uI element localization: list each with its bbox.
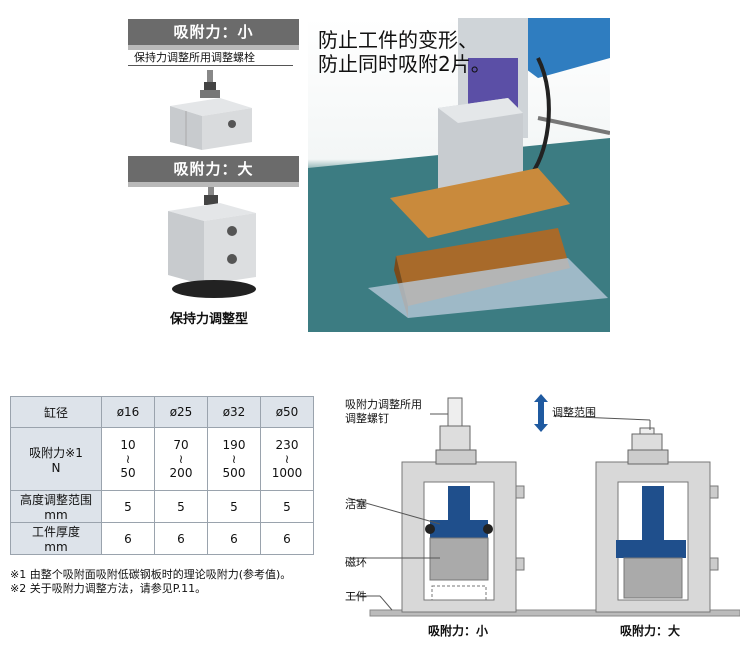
diagram-piston-label: 活塞 bbox=[345, 498, 367, 511]
header-strip bbox=[128, 45, 299, 50]
bolt-label: 保持力调整所用调整螺栓 bbox=[134, 51, 255, 64]
cross-section-diagram bbox=[347, 394, 740, 617]
table-header-cell: ø25 bbox=[154, 396, 208, 428]
cell-min: 230 bbox=[275, 438, 299, 452]
cell-min: 70 bbox=[173, 438, 189, 452]
table-header-cell: ø16 bbox=[101, 396, 155, 428]
application-photo bbox=[308, 18, 610, 332]
diagram-bolt-label-2: 调整螺钉 bbox=[345, 412, 389, 425]
header-strip bbox=[128, 182, 299, 187]
cell-max: 500 bbox=[222, 466, 246, 480]
table-cell: 5 bbox=[154, 490, 208, 523]
cell-range-mark: ≀ bbox=[178, 452, 184, 466]
cylinder-left-section bbox=[401, 397, 525, 613]
cell-range-mark: ≀ bbox=[231, 452, 237, 466]
diagram-magnet-label: 磁环 bbox=[345, 556, 367, 569]
table-cell: 5 bbox=[260, 490, 314, 523]
photo-caption-line2: 防止同时吸附2片。 bbox=[318, 52, 491, 76]
diagram-caption-small: 吸附力：小 bbox=[428, 624, 489, 638]
range-arrow bbox=[534, 394, 651, 432]
cylinder-caption: 保持力调整型 bbox=[170, 312, 249, 327]
table-header-cell: ø50 bbox=[260, 396, 314, 428]
row-label-cell: 工件厚度 mm bbox=[10, 522, 102, 555]
table-header-cell: 缸径 bbox=[10, 396, 102, 428]
table-cell: 6 bbox=[260, 522, 314, 555]
table-row: 吸附力※1 N 10≀50 70≀200 190≀500 230≀1000 bbox=[10, 427, 314, 491]
row-label: 工件厚度 bbox=[31, 525, 80, 539]
row-label: 高度调整范围 bbox=[19, 493, 92, 507]
row-unit: mm bbox=[44, 540, 68, 554]
table-cell: 10≀50 bbox=[101, 427, 155, 491]
table-cell: 190≀500 bbox=[207, 427, 261, 491]
row-label: 吸附力※1 bbox=[29, 445, 83, 460]
table-cell: 5 bbox=[207, 490, 261, 523]
spec-table: 缸径 ø16 ø25 ø32 ø50 吸附力※1 N 10≀50 70≀200 … bbox=[10, 396, 314, 555]
table-header-row: 缸径 ø16 ø25 ø32 ø50 bbox=[10, 396, 314, 428]
table-cell: 230≀1000 bbox=[260, 427, 314, 491]
cylinder-right-section bbox=[595, 427, 719, 613]
cell-min: 190 bbox=[222, 438, 246, 452]
cell-range-mark: ≀ bbox=[125, 452, 131, 466]
header-small-force: 吸附力：小 bbox=[128, 19, 299, 45]
footnote-1: ※1 由整个吸附面吸附低碳钢板时的理论吸附力(参考值)。 bbox=[10, 568, 292, 581]
diagram-work-label: 工件 bbox=[345, 590, 367, 603]
table-cell: 6 bbox=[101, 522, 155, 555]
table-cell: 70≀200 bbox=[154, 427, 208, 491]
header-large-force: 吸附力：大 bbox=[128, 156, 299, 182]
table-cell: 5 bbox=[101, 490, 155, 523]
row-label-cell: 吸附力※1 N bbox=[10, 427, 102, 491]
footnote-2: ※2 关于吸附力调整方法，请参见P.11。 bbox=[10, 582, 207, 595]
cell-range-mark: ≀ bbox=[284, 452, 290, 466]
table-header-cell: ø32 bbox=[207, 396, 261, 428]
table-row: 高度调整范围 mm 5 5 5 5 bbox=[10, 490, 314, 523]
diagram-caption-large: 吸附力：大 bbox=[620, 624, 681, 638]
photo-caption-line1: 防止工件的变形、 bbox=[318, 28, 478, 52]
row-unit: N bbox=[51, 460, 61, 475]
table-row: 工件厚度 mm 6 6 6 6 bbox=[10, 522, 314, 555]
cell-min: 10 bbox=[120, 438, 136, 452]
table-cell: 6 bbox=[154, 522, 208, 555]
row-label-cell: 高度调整范围 mm bbox=[10, 490, 102, 523]
diagram-bolt-label-1: 吸附力调整所用 bbox=[345, 398, 422, 411]
table-cell: 6 bbox=[207, 522, 261, 555]
diagram-range-label: 调整范围 bbox=[552, 406, 596, 419]
leader-line bbox=[128, 65, 293, 66]
cylinder-large-image bbox=[168, 187, 256, 298]
cell-max: 200 bbox=[169, 466, 193, 480]
cell-max: 1000 bbox=[271, 466, 303, 480]
cell-max: 50 bbox=[120, 466, 136, 480]
cylinder-small-image bbox=[170, 70, 252, 150]
row-unit: mm bbox=[44, 508, 68, 522]
